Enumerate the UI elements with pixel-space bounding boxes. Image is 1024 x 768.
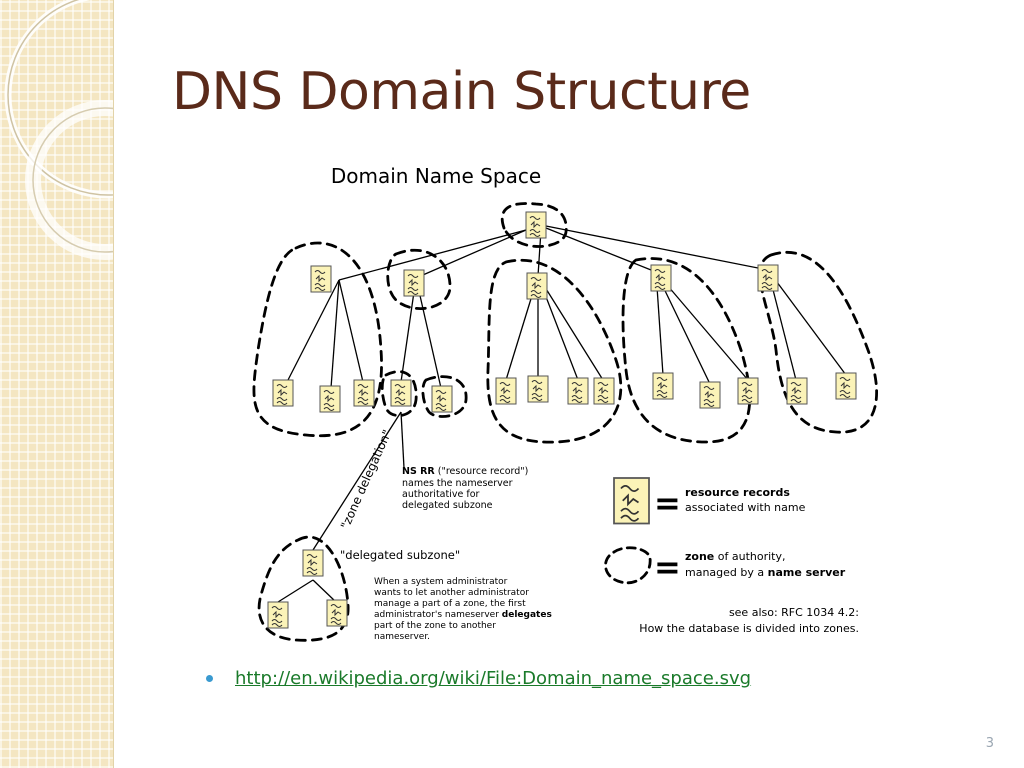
legend-zone-line2-text: managed by a (685, 566, 768, 579)
diagram-title: Domain Name Space (331, 164, 541, 188)
resource-record-icon (526, 272, 548, 300)
admin-note-line3: manage a part of a zone, the first (374, 599, 526, 609)
legend-rr-bold: resource records (685, 486, 790, 499)
ns-rr-line1: ("resource record") (435, 466, 529, 477)
legend-zone-shape (604, 546, 652, 585)
legend-zone-line2: managed by a name server (685, 566, 846, 579)
resource-record-icon (650, 264, 672, 292)
ns-rr-line2: names the nameserver (402, 478, 513, 489)
legend-zone: = zone of authority, managed by a name s… (604, 546, 846, 586)
ns-rr-line4: delegated subzone (402, 500, 493, 511)
resource-record-icon (267, 601, 289, 629)
resource-record-icon (302, 549, 324, 577)
resource-record-icon (786, 377, 808, 405)
resource-record-icon (567, 377, 589, 405)
admin-note-line5: part of the zone to another (374, 621, 496, 631)
resource-record-icon (272, 379, 294, 407)
ns-rr-bold: NS RR (402, 466, 435, 477)
legend-zone-text: of authority, (714, 550, 785, 563)
bullet-icon (206, 675, 213, 682)
zone-f (621, 257, 752, 444)
legend-zone-equals: = (654, 548, 681, 586)
resource-record-icon (652, 372, 674, 400)
page-number: 3 (985, 736, 994, 751)
zone-d (421, 375, 468, 418)
resource-record-icon (527, 375, 549, 403)
resource-record-icon (326, 599, 348, 627)
domain-name-space-diagram: Domain Name Space (252, 164, 878, 642)
ns-rr-line3: authoritative for (402, 489, 479, 500)
delegated-subzone-label: "delegated subzone" (340, 548, 460, 562)
resource-record-icon (310, 265, 332, 293)
admin-note-line2: wants to let another administrator (374, 588, 529, 598)
see-also-line2: How the database is divided into zones. (639, 622, 859, 635)
zone-b (386, 248, 452, 310)
zone-boundaries (252, 202, 878, 642)
admin-note-line4: administrator's nameserver (374, 610, 502, 620)
legend-name-server: name server (768, 566, 846, 579)
zone-delegation-label: "zone delegation" (338, 428, 394, 532)
legend-equals: = (654, 484, 681, 522)
zone-root (500, 202, 568, 248)
resource-record-icon (699, 381, 721, 409)
zone-c (380, 370, 418, 417)
resource-record-icon (431, 385, 453, 413)
resource-record-icon (613, 477, 650, 525)
admin-note-delegates: delegates (502, 610, 552, 620)
sidebar-rings (4, 0, 113, 260)
resource-record-icon (319, 385, 341, 413)
resource-record-icon (495, 377, 517, 405)
resource-record-icon (737, 377, 759, 405)
resource-record-icon (353, 379, 375, 407)
slide-title: DNS Domain Structure (172, 62, 751, 122)
zone-e (486, 258, 623, 444)
legend-zone-bold: zone (685, 550, 714, 563)
legend-rr-text: associated with name (685, 501, 806, 514)
resource-record-icon (593, 377, 615, 405)
admin-note: When a system administrator wants to let… (374, 577, 555, 642)
resource-record-icon (525, 211, 547, 239)
zone-g (758, 250, 878, 434)
see-also-line1: see also: RFC 1034 4.2: (729, 606, 859, 619)
ns-rr-note: NS RR ("resource record") names the name… (402, 466, 531, 511)
resource-record-icon (835, 372, 857, 400)
source-link[interactable]: http://en.wikipedia.org/wiki/File:Domain… (235, 668, 752, 689)
bullet-item: http://en.wikipedia.org/wiki/File:Domain… (206, 668, 751, 689)
resource-record-icon (390, 379, 412, 407)
admin-note-line6: nameserver. (374, 632, 430, 642)
admin-note-line1: When a system administrator (374, 577, 508, 587)
decorative-sidebar (0, 0, 114, 768)
resource-record-icon (757, 264, 779, 292)
legend-resource-records: = resource records associated with name (613, 477, 806, 525)
resource-record-icon (403, 269, 425, 297)
legend-zone-line1: zone of authority, (685, 550, 786, 563)
zone-sub (257, 535, 350, 642)
